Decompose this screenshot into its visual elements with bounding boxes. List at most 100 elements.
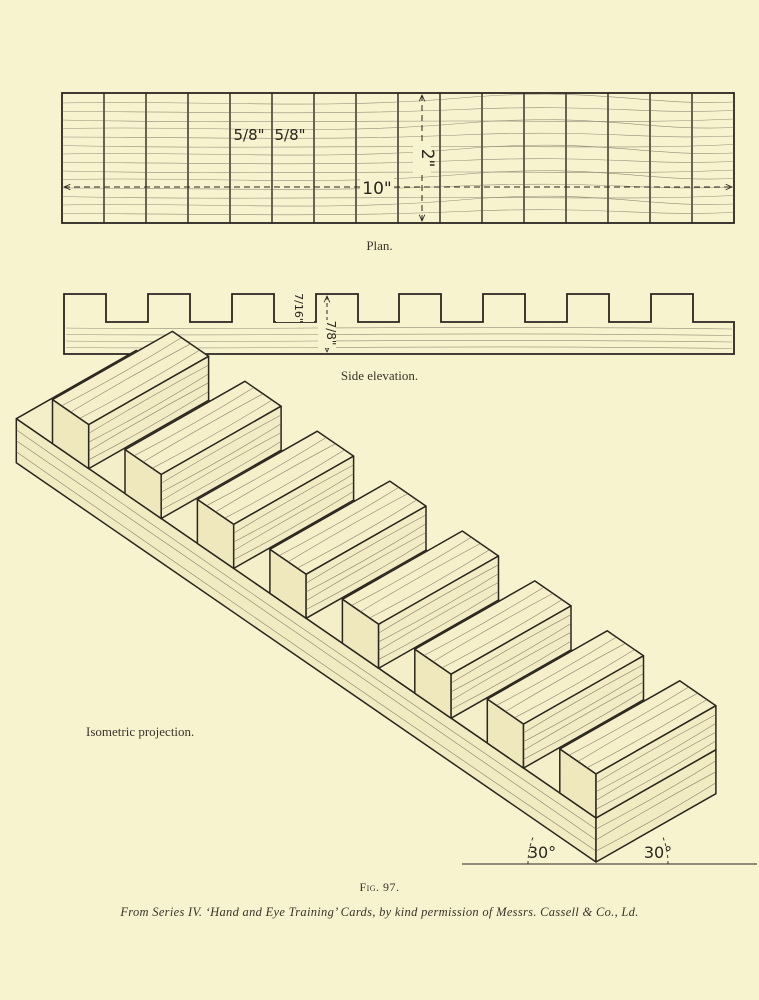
iso-base-grain — [16, 429, 597, 830]
iso-block-top-grain — [577, 692, 698, 762]
plan-grain-line — [61, 195, 735, 199]
plan-slot-a-label: 5/8" — [233, 126, 264, 144]
iso-block-end-grain — [233, 482, 354, 552]
iso-block-top-grain — [514, 649, 635, 719]
iso-block-top-grain — [79, 349, 200, 419]
iso-block-end-grain — [233, 473, 354, 543]
iso-block-end-grain — [161, 423, 282, 493]
plan-wood-grain — [61, 93, 735, 216]
isometric-caption: Isometric projection. — [86, 724, 195, 739]
iso-block-end-face — [377, 555, 500, 670]
iso-block-top-grain — [278, 487, 400, 556]
plan-grain-line — [61, 170, 735, 181]
iso-block-end-face — [595, 704, 717, 819]
plan-caption: Plan. — [366, 238, 393, 253]
iso-base-end-grain — [595, 760, 717, 830]
iso-block-top-grain — [568, 686, 689, 756]
iso-base-end-grain — [595, 782, 717, 852]
iso-block-end-grain — [88, 382, 209, 452]
iso-block-end-grain — [305, 514, 427, 584]
iso-block-top-grain — [215, 443, 336, 513]
iso-block-top-grain — [432, 593, 554, 662]
iso-block-end-grain — [161, 414, 282, 484]
plan-grain-line — [61, 158, 735, 165]
iso-block-top-grain — [61, 337, 182, 407]
iso-block-end-face — [305, 505, 427, 620]
iso-block-end-grain — [595, 723, 717, 792]
iso-block-end-face — [232, 455, 355, 570]
right-angle-label: 30° — [644, 843, 672, 862]
side-grain-line — [65, 333, 733, 336]
iso-block-end-grain — [233, 491, 354, 560]
iso-block-top-grain — [505, 643, 626, 712]
iso-block-end-grain — [161, 432, 282, 502]
iso-block-end-grain — [161, 441, 282, 510]
side-height-label: 7/8" — [324, 321, 338, 346]
iso-block-end-grain — [305, 523, 427, 593]
plan-slot-b-label: 5/8" — [274, 126, 305, 144]
left-angle-arc — [527, 834, 535, 865]
side-depth-label: 7/16" — [292, 293, 305, 323]
iso-block-end-grain — [233, 464, 354, 534]
iso-block-end-grain — [450, 614, 572, 684]
iso-base-end-grain — [595, 771, 717, 841]
plan-grain-line — [61, 169, 735, 173]
iso-block-top-grain — [351, 537, 472, 606]
plan-view: 10" 2" 5/8" 5/8" — [61, 92, 735, 224]
left-angle-label: 30° — [528, 843, 556, 862]
iso-block-end-grain — [378, 573, 499, 643]
plan-grain-line — [61, 132, 735, 139]
credit-line: From Series IV. ‘Hand and Eye Training’ … — [120, 905, 639, 919]
iso-block-end-grain — [523, 690, 644, 760]
plan-grain-line — [61, 118, 735, 122]
iso-block-end-grain — [305, 541, 427, 610]
iso-block-top-grain — [369, 549, 490, 619]
iso-block-top-grain — [70, 343, 191, 413]
plan-width-label: 2" — [417, 149, 437, 168]
isometric-projection — [15, 330, 717, 863]
iso-block-end-face — [87, 355, 210, 470]
plan-grain-line — [61, 144, 735, 156]
iso-block-top-grain — [496, 636, 617, 706]
plan-length-label: 10" — [362, 179, 391, 199]
iso-block-end-face — [450, 605, 572, 719]
iso-block-end-grain — [378, 590, 499, 660]
iso-block-end-grain — [378, 582, 499, 651]
iso-block-end-grain — [523, 681, 644, 751]
side-grain-line — [65, 327, 733, 330]
iso-block-end-grain — [450, 632, 572, 701]
side-grain-line — [65, 340, 733, 343]
plan-grain-line — [61, 119, 735, 130]
iso-block-end-grain — [595, 714, 717, 784]
iso-block-end-grain — [523, 664, 644, 734]
iso-block-top-grain — [287, 493, 409, 563]
iso-block-top-grain — [206, 437, 327, 506]
iso-block-top-grain — [360, 543, 481, 613]
iso-base-grain — [16, 440, 597, 841]
iso-block-top-grain — [441, 599, 563, 669]
iso-block-end-grain — [523, 673, 644, 742]
plan-grain-line — [61, 144, 735, 148]
iso-block-end-grain — [450, 623, 572, 693]
iso-block-top-grain — [586, 699, 708, 769]
iso-block-top-grain — [142, 393, 264, 463]
iso-block-end-grain — [88, 391, 209, 461]
iso-base-grain — [16, 451, 597, 852]
iso-block-end-grain — [88, 373, 209, 443]
iso-block-end-grain — [88, 364, 209, 434]
iso-block-top-grain — [296, 499, 418, 569]
iso-block-top-grain — [133, 387, 255, 457]
figure-number: Fig. 97. — [359, 880, 400, 894]
iso-block-end-grain — [450, 640, 572, 710]
plan-grain-line — [61, 107, 735, 114]
iso-block-end-face — [160, 405, 282, 520]
iso-block-end-grain — [595, 731, 717, 801]
side-elevation-caption: Side elevation. — [340, 368, 419, 383]
side-elevation-view: 7/8" 7/16" — [63, 293, 735, 355]
side-profile-outline — [63, 293, 735, 355]
iso-block-end-grain — [378, 564, 499, 634]
iso-block-top-grain — [151, 399, 273, 469]
plan-grain-line — [61, 195, 735, 207]
plan-grain-line — [61, 209, 735, 216]
